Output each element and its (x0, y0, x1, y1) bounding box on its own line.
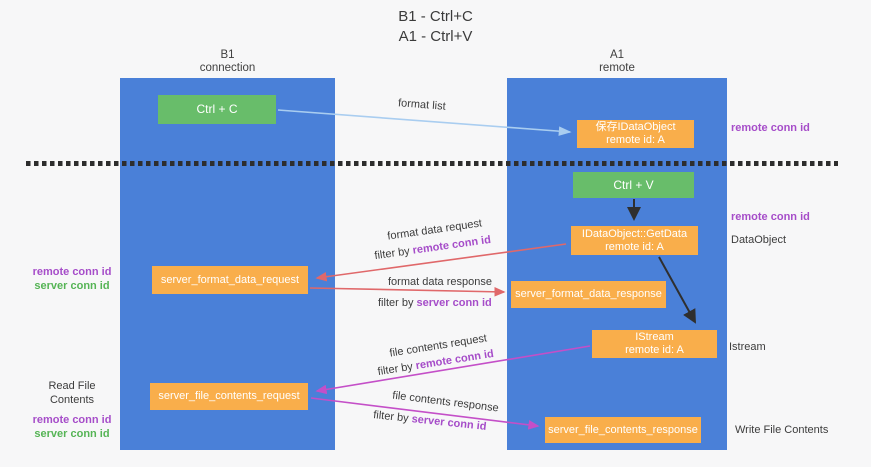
remote-conn-id-label: remote conn id (32, 266, 112, 278)
right-column-header: A1 remote (507, 49, 727, 75)
istream-line1: IStream (635, 331, 674, 343)
ctrl-v-label: Ctrl + V (613, 177, 654, 192)
filter-by-text: filter by (378, 297, 414, 309)
save-idataobject-node: 保存IDataObject remote id: A (577, 120, 694, 148)
idataobject-getdata-node: IDataObject::GetData remote id: A (571, 226, 698, 255)
arrow-file-contents-request (315, 345, 591, 395)
left-column-header: B1 connection (120, 49, 335, 75)
getdata-line2: remote id: A (605, 240, 664, 253)
read-file-contents-label: Read File Contents (48, 380, 96, 406)
format-data-response-label: format data response (388, 276, 492, 288)
ctrl-v-node: Ctrl + V (573, 172, 694, 198)
left-mid-conn-ids: remote conn id server conn id (26, 265, 118, 293)
remote-conn-id-mid-label: remote conn id (731, 211, 810, 223)
remote-conn-id-top-label: remote conn id (731, 122, 810, 134)
server-file-contents-response-label: server_file_contents_response (548, 423, 698, 436)
arrow-format-data-request (315, 243, 567, 282)
right-column-role: remote (599, 62, 635, 74)
arrow-format-data-response (309, 287, 506, 297)
istream-line2: remote id: A (625, 344, 684, 356)
server-format-data-request-label: server_format_data_request (160, 273, 300, 286)
arrow-getdata-to-istream (658, 256, 696, 324)
write-file-contents-label: Write File Contents (735, 424, 829, 436)
arrow-file-contents-response (310, 397, 540, 430)
title-line-ctrl-v: A1 - Ctrl+V (398, 28, 473, 45)
network-boundary-dashed-line (26, 161, 838, 166)
left-bottom-labels: Read File Contents remote conn id server… (26, 379, 118, 441)
save-idataobject-line1: 保存IDataObject (595, 121, 676, 133)
istream-side-label: Istream (729, 341, 766, 353)
diagram-title: B1 - Ctrl+C A1 - Ctrl+V (0, 7, 871, 47)
save-idataobject-line2: remote id: A (606, 134, 665, 146)
left-column-name: B1 (220, 49, 235, 61)
left-column-role: connection (199, 62, 256, 74)
server-file-contents-request-label: server_file_contents_request (158, 390, 300, 402)
ctrl-c-label: Ctrl + C (196, 102, 238, 116)
server-conn-id-label: server conn id (34, 280, 110, 292)
server-conn-id-label: server conn id (34, 428, 110, 440)
istream-node: IStream remote id: A (592, 330, 717, 358)
filter-by-server-1-label: filter by server conn id (378, 297, 492, 309)
server-conn-id-text: server conn id (416, 297, 492, 309)
dataobject-label: DataObject (731, 234, 787, 246)
server-file-contents-response-node: server_file_contents_response (545, 417, 701, 443)
server-format-data-request-node: server_format_data_request (152, 266, 308, 294)
title-line-ctrl-c: B1 - Ctrl+C (398, 8, 473, 25)
server-format-data-response-node: server_format_data_response (511, 281, 666, 308)
server-file-contents-request-node: server_file_contents_request (150, 383, 308, 410)
remote-conn-id-label: remote conn id (32, 414, 112, 426)
right-column-name: A1 (609, 49, 625, 61)
server-format-data-response-label: server_format_data_response (515, 288, 662, 300)
getdata-line1: IDataObject::GetData (581, 227, 688, 240)
arrow-format-list (277, 109, 572, 136)
ctrl-c-node: Ctrl + C (158, 95, 276, 124)
